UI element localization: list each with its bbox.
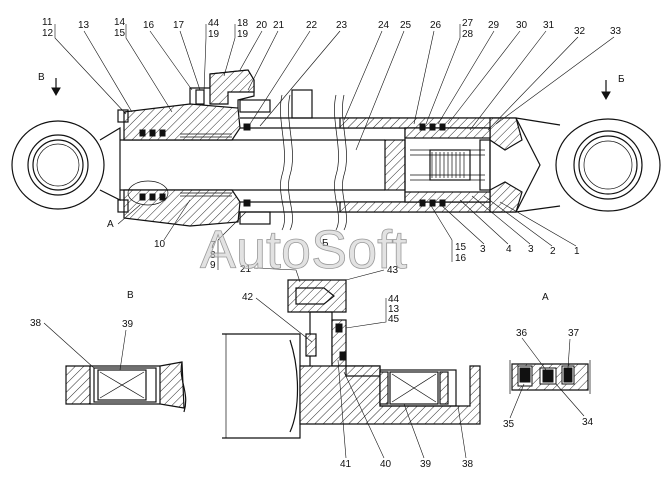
- callout-16: 16: [143, 20, 155, 31]
- callout-22: 22: [306, 20, 318, 31]
- main-bottom-callouts: А 10 7 8 9 Б 15 16 3 4 3 2 1: [107, 195, 580, 271]
- callout-12: 12: [42, 28, 54, 39]
- callout-15b: 15: [455, 242, 467, 253]
- callout-17: 17: [173, 20, 185, 31]
- section-b-detail: [222, 279, 481, 439]
- main-cylinder-section: [11, 69, 661, 231]
- label-ref-a: А: [107, 219, 114, 230]
- callout-37: 37: [568, 328, 580, 339]
- view-v-detail: В 38 39: [30, 290, 187, 413]
- callout-25: 25: [400, 20, 412, 31]
- callout-16b: 16: [455, 253, 467, 264]
- callout-18: 18: [237, 18, 249, 29]
- callout-27: 27: [462, 18, 474, 29]
- callout-43: 43: [387, 265, 399, 276]
- view-a-detail: А 36 37 35 34: [503, 292, 594, 430]
- callout-45: 45: [388, 314, 400, 325]
- callout-13b: 13: [388, 304, 400, 315]
- callout-1: 1: [574, 246, 580, 257]
- callout-14: 14: [114, 17, 126, 28]
- callout-39b: 39: [420, 459, 432, 470]
- callout-21: 21: [273, 20, 285, 31]
- callout-35: 35: [503, 419, 515, 430]
- callout-20: 20: [256, 20, 268, 31]
- callout-9: 9: [210, 260, 216, 271]
- callout-19b: 19: [237, 29, 249, 40]
- callout-10: 10: [154, 239, 166, 250]
- callout-44: 44: [208, 18, 220, 29]
- label-view-a: А: [542, 292, 549, 303]
- callout-31: 31: [543, 20, 555, 31]
- callout-32: 32: [574, 26, 586, 37]
- callout-44b: 44: [388, 294, 400, 305]
- callout-36: 36: [516, 328, 528, 339]
- top-callouts: 11 12 13 14 15 16 17 44 19 18 19 20 21 2…: [38, 17, 625, 151]
- callout-34: 34: [582, 417, 594, 428]
- callout-23: 23: [336, 20, 348, 31]
- label-view-v-arrow: В: [38, 72, 45, 83]
- callout-40: 40: [380, 459, 392, 470]
- callout-28: 28: [462, 29, 474, 40]
- callout-7: 7: [210, 240, 216, 251]
- watermark-autosoft: AutoSoft: [200, 220, 407, 280]
- callout-4: 4: [506, 244, 512, 255]
- label-view-v: В: [127, 290, 134, 301]
- callout-15: 15: [114, 28, 126, 39]
- callout-33: 33: [610, 26, 622, 37]
- section-b-callouts: 21 43 42 44 13 45 41 40 39 38: [240, 264, 474, 470]
- callout-41: 41: [340, 459, 352, 470]
- callout-13: 13: [78, 20, 90, 31]
- callout-3b: 3: [528, 244, 534, 255]
- callout-24: 24: [378, 20, 390, 31]
- callout-8: 8: [210, 250, 216, 261]
- label-section-b-mid: Б: [322, 238, 329, 249]
- callout-29: 29: [488, 20, 500, 31]
- callout-3a: 3: [480, 244, 486, 255]
- label-section-b-arrow: Б: [618, 74, 625, 85]
- callout-38b: 38: [462, 459, 474, 470]
- callout-2: 2: [550, 246, 556, 257]
- callout-26: 26: [430, 20, 442, 31]
- callout-39v: 39: [122, 319, 134, 330]
- callout-11: 11: [42, 17, 53, 28]
- callout-38v: 38: [30, 318, 42, 329]
- callout-21b: 21: [240, 264, 252, 275]
- callout-42: 42: [242, 292, 254, 303]
- callout-19a: 19: [208, 29, 220, 40]
- callout-30: 30: [516, 20, 528, 31]
